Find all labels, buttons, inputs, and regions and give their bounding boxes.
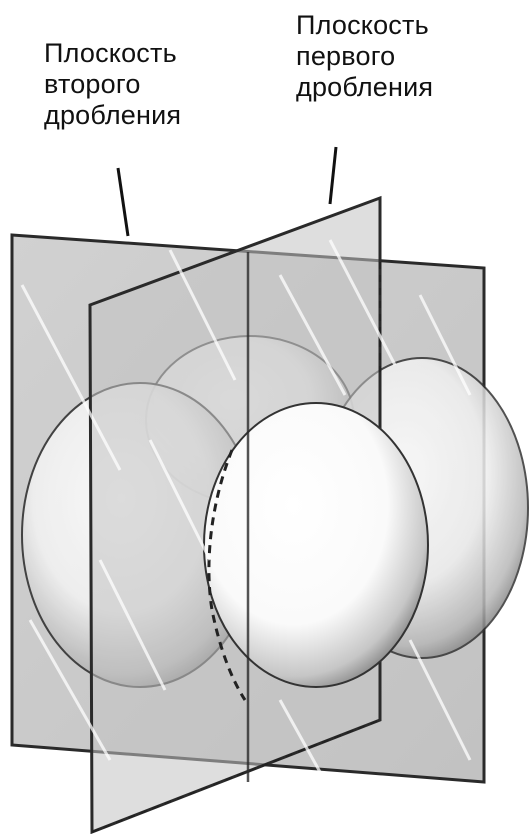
label-second-line-2: второго (44, 69, 181, 100)
label-second-line-3: дробления (44, 100, 181, 131)
label-first-cleavage-plane: Плоскость первого дробления (296, 10, 433, 103)
leader-line-second-plane (118, 168, 128, 236)
label-second-line-1: Плоскость (44, 38, 181, 69)
label-second-cleavage-plane: Плоскость второго дробления (44, 38, 181, 131)
blastomere-front (204, 403, 428, 687)
label-first-line-3: дробления (296, 72, 433, 103)
label-first-line-2: первого (296, 41, 433, 72)
leader-line-first-plane (330, 147, 336, 204)
label-first-line-1: Плоскость (296, 10, 433, 41)
